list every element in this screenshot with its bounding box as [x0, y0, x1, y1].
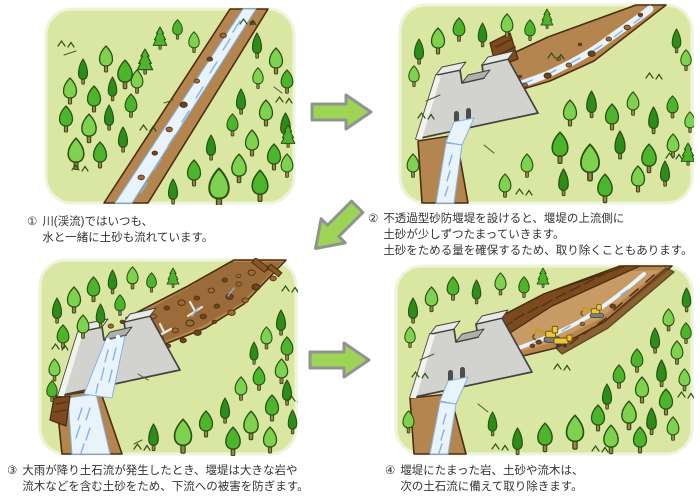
step-1-text: 川(渓流)ではいつも、 水と一緒に土砂も流れています。 — [42, 216, 214, 244]
drain-hole — [466, 108, 471, 120]
arrow-right-icon — [308, 341, 371, 379]
drain-hole — [448, 370, 453, 382]
panel-step-4 — [394, 264, 694, 456]
caption-step-4: ④ 堰堤にたまった岩、土砂や流木は、 次の土石流に備えて取り除きます。 — [385, 463, 695, 495]
step-4-number: ④ — [385, 465, 396, 477]
panel-step-3 — [38, 258, 298, 456]
illustration-debris-flow-scene — [38, 258, 298, 456]
illustration-stream-scene — [44, 7, 296, 205]
excavator-group — [531, 303, 605, 348]
panel-step-1 — [44, 7, 296, 205]
downstream-channel — [55, 389, 123, 455]
caption-step-2: ② 不透過型砂防堰堤を設けると、堰堤の上流側に 土砂が少しずつたまっていきます。… — [368, 211, 700, 259]
sabo-dam — [409, 309, 533, 399]
illustration-dam-built-scene — [398, 3, 694, 205]
step-3-text: 大雨が降り土石流が発生したとき、堰堤は大きな岩や 流木などを含む土砂をため、下流… — [22, 465, 309, 493]
illustration-sediment-removal-scene — [394, 264, 694, 456]
caption-step-1: ① 川(渓流)ではいつも、 水と一緒に土砂も流れています。 — [27, 214, 327, 246]
step-1-number: ① — [27, 216, 38, 228]
dump-truck — [553, 334, 573, 348]
river — [103, 8, 269, 204]
arrow-right-icon — [310, 93, 373, 131]
drain-hole — [454, 111, 459, 123]
step-2-number: ② — [368, 213, 379, 225]
caption-step-3: ③ 大雨が降り土石流が発生したとき、堰堤は大きな岩や 流木などを含む土砂をため、… — [7, 463, 337, 495]
step-2-text: 不透過型砂防堰堤を設けると、堰堤の上流側に 土砂が少しずつたまっていきます。 土… — [383, 213, 693, 257]
panel-step-2 — [398, 3, 694, 205]
sabo-dam — [415, 50, 539, 140]
outflow-water — [435, 117, 475, 204]
drain-hole — [460, 367, 465, 379]
spillway-waterfall — [83, 335, 126, 399]
step-4-text: 堰堤にたまった岩、土砂や流木は、 次の土石流に備えて取り除きます。 — [400, 465, 584, 493]
step-3-number: ③ — [7, 465, 18, 477]
outflow-water — [429, 376, 469, 455]
bank-cliff — [49, 395, 71, 427]
